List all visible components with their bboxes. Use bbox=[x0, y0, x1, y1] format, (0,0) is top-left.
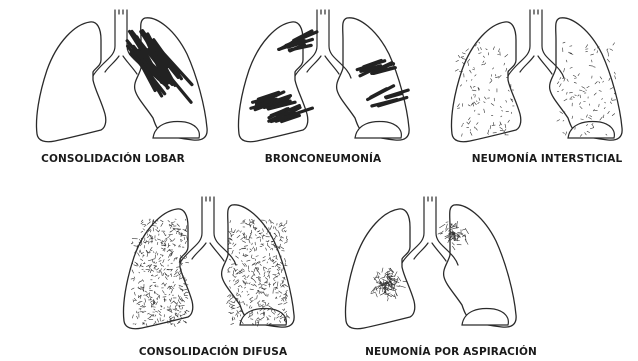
bronchus-left bbox=[432, 243, 446, 261]
lungs bbox=[345, 197, 516, 329]
right-lung-outline bbox=[345, 209, 414, 329]
bronchus-right bbox=[414, 243, 428, 259]
aspiration-fleck bbox=[440, 224, 445, 227]
caption-neumonia-aspiracion: NEUMONÍA POR ASPIRACIÓN bbox=[365, 346, 537, 358]
aspiration-fleck bbox=[441, 231, 443, 233]
aspiration-fleck bbox=[446, 224, 448, 229]
trachea-top bbox=[428, 197, 432, 201]
